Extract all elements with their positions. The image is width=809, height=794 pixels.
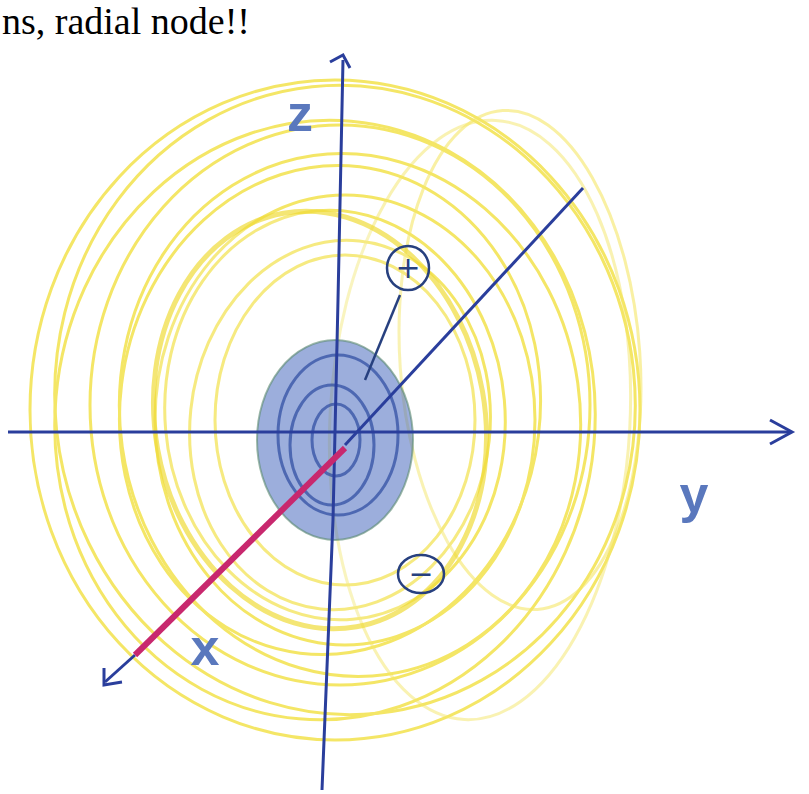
- sign-circles: [365, 246, 444, 593]
- slide-heading: ns, radial node!!: [2, 2, 250, 40]
- phase-sign: −: [408, 559, 433, 589]
- axis-label: y: [680, 468, 709, 520]
- axes: [8, 55, 792, 790]
- axis-label: z: [287, 87, 313, 139]
- axis-label: x: [191, 621, 220, 673]
- yellow-lobe: [24, 56, 667, 743]
- phase-sign: +: [395, 253, 420, 283]
- x-axis-highlight: [135, 448, 345, 655]
